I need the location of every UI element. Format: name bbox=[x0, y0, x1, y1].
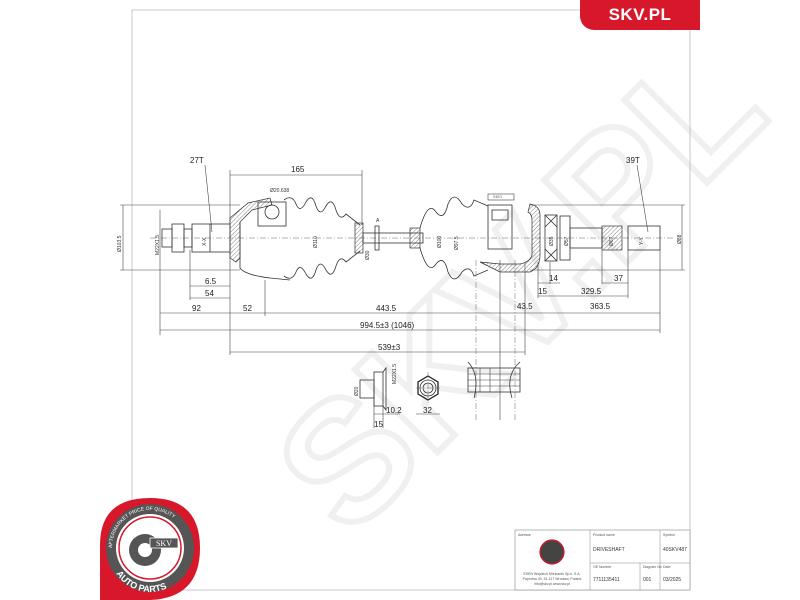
date-label: Date bbox=[663, 565, 670, 569]
nut-dim-20: Ø20 bbox=[354, 386, 360, 396]
right-teeth-label: 39T bbox=[626, 156, 640, 165]
skv-auto-parts-logo: SKV AFTERMARKET PRICE OF QUALITY AUTO PA… bbox=[100, 498, 200, 600]
dim-88: Ø88 bbox=[677, 234, 683, 244]
dim-994-5: 994.5±3 (1046) bbox=[360, 321, 415, 330]
outer-boot bbox=[283, 197, 361, 226]
bearing bbox=[544, 214, 558, 262]
dim-14: 14 bbox=[549, 274, 558, 283]
cv-ball bbox=[264, 204, 280, 220]
oe-number: 7711135411 bbox=[593, 577, 620, 583]
dim-30: Ø30 bbox=[365, 250, 371, 260]
nut-dim-32: 32 bbox=[423, 406, 432, 415]
dim-443-5: 443.5 bbox=[376, 304, 397, 313]
spline-detail bbox=[467, 361, 521, 399]
product-name: DRIVESHAFT bbox=[593, 547, 625, 553]
shaft bbox=[362, 232, 424, 244]
tripod-roller bbox=[491, 209, 509, 221]
title-block-logo bbox=[539, 539, 565, 565]
dim-35: Ø35 bbox=[549, 236, 555, 246]
dim-57: Ø57 bbox=[564, 236, 570, 246]
section-xx: X-X bbox=[202, 237, 208, 246]
tripod bbox=[487, 204, 513, 250]
nut-dim-m22: M22X1.5 bbox=[392, 364, 398, 384]
inner-boot bbox=[419, 196, 489, 229]
dim-54: 54 bbox=[205, 289, 214, 298]
cv-cage bbox=[257, 201, 287, 227]
dim-92: 92 bbox=[192, 304, 201, 313]
boot-clamp bbox=[354, 222, 364, 254]
inner-boot-lower bbox=[419, 247, 489, 280]
symbol-label: Symbol bbox=[663, 533, 675, 537]
dim-97-5: Ø97.5 bbox=[454, 236, 460, 250]
outer-boot-lower bbox=[283, 250, 361, 279]
dim-539: 539±3 bbox=[378, 343, 401, 352]
nut-dim-10-2: 10.2 bbox=[386, 406, 402, 415]
address-line: ESEN Wojciech Mielcarek Sp.k. S.A. bbox=[523, 572, 580, 576]
dim-52: 52 bbox=[243, 304, 252, 313]
dim-s40: S40/1 bbox=[493, 195, 502, 199]
nut-dim-15: 15 bbox=[374, 420, 383, 429]
dim-103-5: Ø103.5 bbox=[117, 235, 123, 252]
outer-cv-joint bbox=[229, 197, 273, 263]
dim-329-5: 329.5 bbox=[581, 287, 602, 296]
drawing-frame bbox=[131, 9, 691, 591]
dim-43-5: 43.5 bbox=[517, 302, 533, 311]
inner-tripod-housing bbox=[479, 203, 541, 273]
skv-pl-badge[interactable]: SKV.PL bbox=[580, 0, 700, 30]
oe-label: OE Number bbox=[593, 565, 612, 569]
svg-text:SKV: SKV bbox=[156, 539, 172, 548]
date-value: 03/2025 bbox=[663, 577, 681, 583]
address-label: Adresse bbox=[518, 533, 531, 537]
diagram-label: Diagram No bbox=[643, 565, 662, 569]
inner-boot-clamp bbox=[409, 227, 421, 249]
dim-37: 37 bbox=[614, 274, 623, 283]
dim-15: 15 bbox=[538, 287, 547, 296]
nut-front-view: 32 bbox=[416, 372, 440, 415]
damper-ring bbox=[374, 225, 380, 251]
dim-110: Ø110 bbox=[313, 236, 319, 248]
section-yy: Y-Y bbox=[639, 236, 645, 245]
dim-20638: Ø20.638 bbox=[270, 188, 289, 194]
section-a: A bbox=[376, 218, 380, 224]
symbol-value: 40SKV487 bbox=[663, 547, 687, 553]
dim-363-5: 363.5 bbox=[590, 302, 611, 311]
nut-side-view: Ø20 M22X1.5 10.2 15 bbox=[354, 364, 402, 429]
watermark: SKV.PL bbox=[241, 9, 798, 566]
diagram-number: 001 bbox=[643, 577, 652, 583]
dim-100: Ø100 bbox=[437, 236, 443, 248]
dimension-lines bbox=[120, 164, 685, 420]
product-label: Product name bbox=[593, 533, 615, 537]
title-block: Adresse ESEN Wojciech Mielcarek Sp.k. S.… bbox=[514, 529, 691, 591]
address-line: Paprotna 40, 51-117 Wrocław, Poland bbox=[523, 577, 582, 581]
dim-6-5: 6.5 bbox=[205, 277, 217, 286]
dim-m22: M22X1.5 bbox=[155, 235, 161, 255]
cv-outline bbox=[239, 222, 291, 281]
address-line: info@skv.pl www.skv.pl bbox=[534, 582, 570, 586]
left-teeth-label: 27T bbox=[190, 156, 204, 165]
dimension-labels: 27T 39T 165 Ø20.638 Ø103.5 M22X1.5 X-X 6… bbox=[117, 156, 683, 352]
dim-67: Ø67 bbox=[609, 236, 615, 246]
dim-165: 165 bbox=[291, 165, 305, 174]
